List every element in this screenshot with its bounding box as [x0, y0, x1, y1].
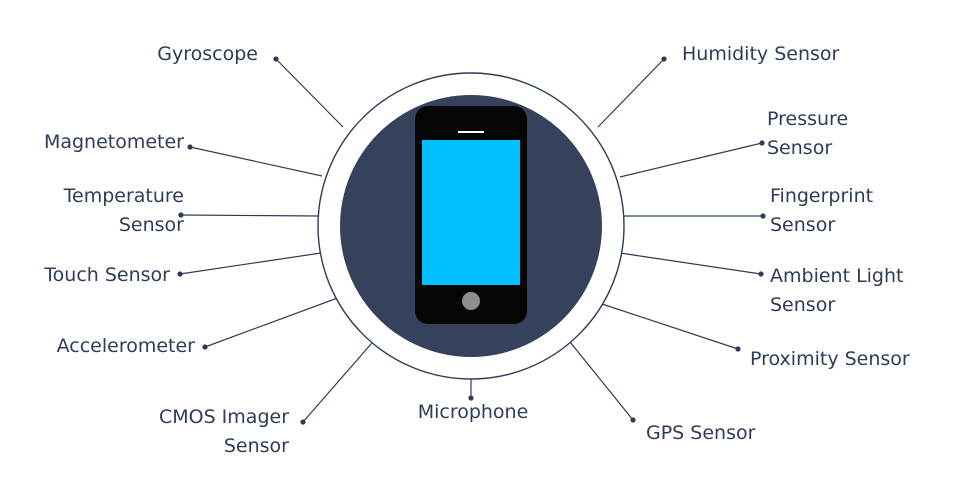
sensor-label-line: Humidity Sensor [682, 43, 840, 65]
sensor-label-line: Temperature [63, 185, 184, 207]
phone-screen [422, 140, 520, 285]
sensor-label-humidity: Humidity Sensor [682, 40, 839, 69]
connector-line-accelerometer [204, 295, 344, 348]
sensor-label-line: Pressure [767, 108, 849, 130]
sensor-label-line: Sensor [223, 435, 289, 457]
sensor-label-line: GPS Sensor [646, 422, 756, 444]
connector-dot-accelerometer [202, 344, 208, 350]
sensor-label-gyroscope: Gyroscope [157, 40, 258, 69]
phone-speaker [458, 131, 484, 133]
sensor-label-gps: GPS Sensor [646, 419, 755, 448]
connector-line-pressure [619, 142, 763, 178]
sensor-label-line: Accelerometer [56, 335, 195, 357]
connector-line-temperature [180, 214, 319, 217]
phone-home-button [462, 292, 480, 310]
sensor-label-microphone: Microphone [418, 398, 529, 427]
connector-dot-cmos [300, 419, 306, 425]
connector-dot-pressure [759, 140, 765, 146]
sensor-label-line: CMOS Imager [158, 406, 289, 428]
sensor-label-line: Fingerprint [770, 185, 874, 207]
sensor-label-line: Magnetometer [43, 131, 184, 153]
sensor-label-line: Sensor [770, 294, 836, 316]
connector-dot-touch [177, 271, 183, 277]
connector-dot-microphone [468, 395, 474, 401]
connector-dot-temperature [178, 212, 184, 218]
connector-line-humidity [597, 58, 665, 128]
sensor-label-proximity: Proximity Sensor [750, 345, 910, 374]
sensor-label-line: Ambient Light [770, 265, 904, 287]
connector-line-touch [179, 252, 322, 275]
sensor-label-touch: Touch Sensor [44, 261, 170, 290]
sensor-label-line: Sensor [770, 214, 836, 236]
connector-dot-ambient [758, 271, 764, 277]
sensor-label-line: Sensor [767, 137, 833, 159]
connector-lines [177, 56, 766, 425]
sensor-label-line: Gyroscope [157, 43, 258, 65]
sensor-label-line: Microphone [417, 401, 529, 423]
smartphone-icon [415, 106, 527, 324]
connector-line-cmos [302, 335, 379, 423]
connector-line-magnetometer [189, 146, 323, 177]
sensor-label-line: Sensor [118, 214, 184, 236]
connector-dot-magnetometer [187, 144, 193, 150]
connector-line-gps [565, 336, 634, 421]
connector-dot-humidity [661, 56, 667, 62]
sensor-label-magnetometer: Magnetometer [44, 128, 184, 157]
connector-line-ambient [619, 252, 762, 275]
sensor-label-line: Proximity Sensor [750, 348, 910, 370]
connector-dot-gyroscope [273, 56, 279, 62]
connector-line-gyroscope [275, 58, 344, 128]
sensor-label-accelerometer: Accelerometer [57, 332, 195, 361]
connector-dot-proximity [735, 346, 741, 352]
sensor-label-line: Touch Sensor [44, 264, 170, 286]
connector-dot-fingerprint [760, 213, 766, 219]
connector-line-proximity [598, 302, 739, 350]
connector-dot-gps [630, 417, 636, 423]
